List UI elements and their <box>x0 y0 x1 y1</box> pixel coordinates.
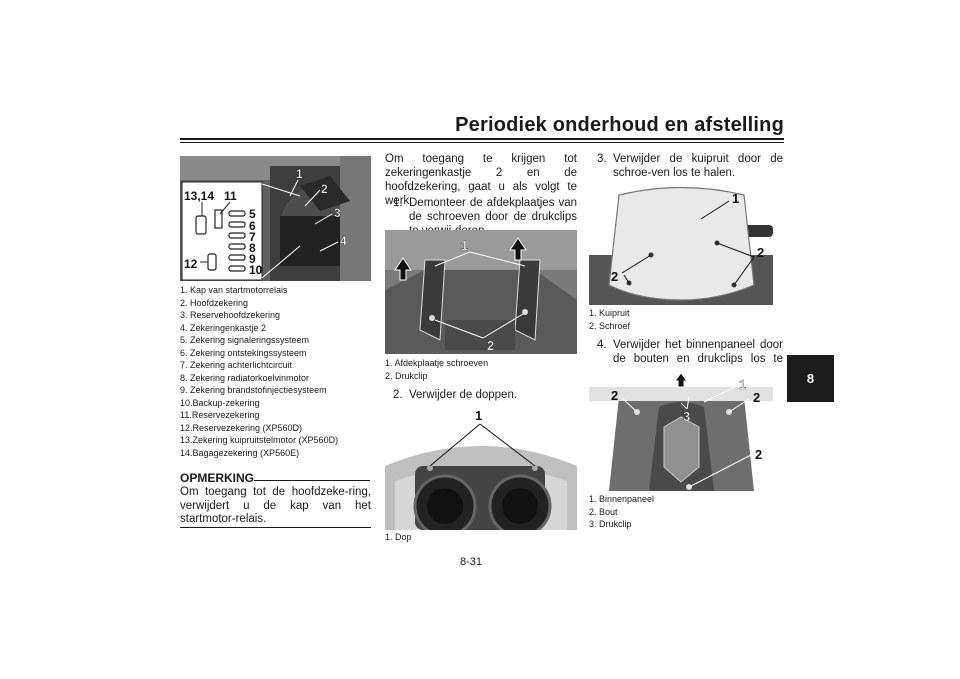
step-4: 4. Verwijder het binnenpaneel door de bo… <box>597 338 783 379</box>
callout-2: 2 <box>753 390 760 405</box>
inner-panel-figure: 1 2 2 2 3 <box>589 367 773 491</box>
legend-item: 4. Zekeringenkastje 2 <box>180 322 267 333</box>
legend-item: 8. Zekering radiatorkoelvinmotor <box>180 372 310 383</box>
step-number: 3. <box>597 153 607 165</box>
legend-item: 2. Drukclip <box>385 370 428 381</box>
header-rule-thin <box>180 142 784 143</box>
legend-item: 12.Reservezekering (XP560D) <box>180 422 303 433</box>
step-number: 1. <box>393 197 403 209</box>
legend-item: 7. Zekering achterlichtcircuit <box>180 360 293 370</box>
callout-3: 3 <box>683 409 690 424</box>
callout-5: 5 <box>249 207 256 221</box>
callout-3: 3 <box>334 206 341 220</box>
legend-item: 3. Reservehoofdzekering <box>180 310 281 320</box>
legend-item: 2. Hoofdzekering <box>180 297 249 308</box>
legend-item: 5. Zekering signaleringssysteem <box>180 335 310 345</box>
callout-12: 12 <box>184 257 198 271</box>
legend-item: 13.Zekering kuipruitstelmotor (XP560D) <box>180 435 339 445</box>
figure5-legend: 1. Binnenpaneel 2. Bout 3. Drukclip <box>589 493 773 531</box>
chapter-tab[interactable]: 8 <box>787 355 834 402</box>
step-3: 3. Verwijder de kuipruit door de schroe-… <box>597 152 783 182</box>
callout-2: 2 <box>757 245 764 260</box>
caps-figure: 1 <box>385 406 577 530</box>
callout-2: 2 <box>487 338 494 353</box>
note-rule <box>254 480 370 481</box>
legend-item: 2. Schroef <box>589 320 631 331</box>
callout-4: 4 <box>340 234 347 248</box>
callout-2: 2 <box>321 182 328 196</box>
legend-item: 1. Afdekplaatje schroeven <box>385 358 489 368</box>
callout-1: 1 <box>296 167 303 181</box>
legend-item: 10.Backup-zekering <box>180 397 260 408</box>
callout-2: 2 <box>611 388 618 403</box>
legend-item: 1. Kuipruit <box>589 308 630 318</box>
callout-13-14: 13,14 <box>184 189 214 203</box>
step-text: Verwijder de kuipruit door de schroe-ven… <box>613 153 783 179</box>
legend-item: 2. Bout <box>589 506 618 517</box>
legend-item: 1. Kap van startmotorrelais <box>180 285 288 295</box>
step-text: Verwijder de doppen. <box>409 389 518 401</box>
windshield-figure: 1 2 2 <box>589 185 773 305</box>
cover-plates-figure: 1 2 <box>385 230 577 354</box>
step-2: 2. Verwijder de doppen. <box>393 388 577 404</box>
callout-8: 8 <box>249 241 256 255</box>
intro-paragraph: Om toegang te krijgen tot zekeringenkast… <box>385 153 577 207</box>
legend-item: 1. Binnenpaneel <box>589 494 655 504</box>
legend-item: 1. Dop <box>385 532 412 542</box>
callout-1: 1 <box>475 408 482 423</box>
callout-2: 2 <box>755 447 762 462</box>
callout-2: 2 <box>611 269 618 284</box>
callout-10: 10 <box>249 263 263 277</box>
legend-item: 9. Zekering brandstofinjectiesysteem <box>180 385 327 395</box>
legend-item: 14.Bagagezekering (XP560E) <box>180 447 300 458</box>
callout-9: 9 <box>249 252 256 266</box>
note-text: Om toegang tot de hoofdzeke-ring, verwij… <box>180 486 371 525</box>
page-title: Periodiek onderhoud en afstelling <box>455 114 784 136</box>
header-rule <box>180 138 784 140</box>
fuse-box-figure: 13,14 11 12 5 6 7 8 9 10 1 2 3 4 <box>180 156 371 281</box>
figure1-legend: 1. Kap van startmotorrelais 2. Hoofdzeke… <box>180 284 371 459</box>
step-text: Verwijder het binnenpaneel door de boute… <box>613 339 783 379</box>
figure2-legend: 1. Afdekplaatje schroeven 2. Drukclip <box>385 357 577 382</box>
legend-item: 3. Drukclip <box>589 519 632 529</box>
callout-11: 11 <box>224 189 237 203</box>
callout-1: 1 <box>732 191 739 206</box>
step-number: 2. <box>393 389 403 401</box>
callout-7: 7 <box>249 230 256 244</box>
legend-item: 6. Zekering ontstekingssysteem <box>180 347 307 358</box>
callout-6: 6 <box>249 219 256 233</box>
callout-1: 1 <box>739 377 746 392</box>
note-heading: OPMERKING <box>180 471 255 485</box>
note-bottom-rule <box>180 527 371 528</box>
page-number: 8-31 <box>460 556 483 568</box>
figure4-legend: 1. Kuipruit 2. Schroef <box>589 307 773 332</box>
callout-1: 1 <box>461 238 468 253</box>
figure3-legend: 1. Dop <box>385 531 577 544</box>
legend-item: 11.Reservezekering <box>180 410 260 420</box>
step-number: 4. <box>597 339 607 351</box>
